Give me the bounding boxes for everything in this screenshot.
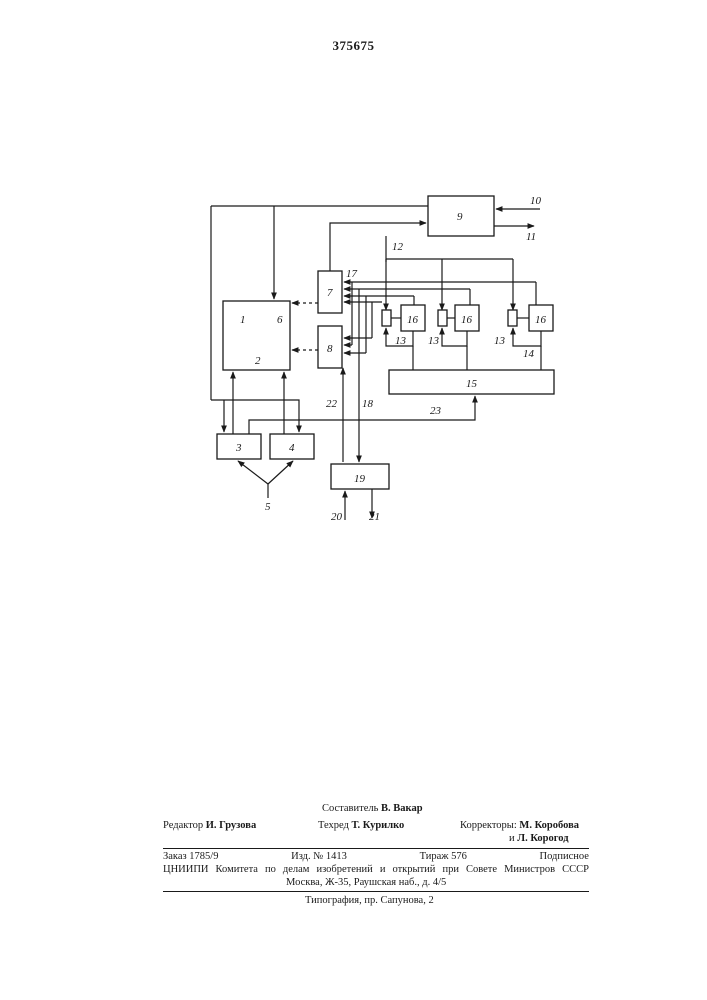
input-5-to-4 [268,461,293,484]
small-element-2 [438,310,447,326]
org-line: ЦНИИПИ Комитета по делам изобретений и о… [163,864,589,875]
label-13-a: 13 [395,335,407,347]
main-label-2: 2 [255,355,261,367]
editor-name: И. Грузова [206,820,256,831]
label-5: 5 [265,501,271,513]
label-13-b: 13 [428,335,440,347]
correctors-line: Корректоры: М. Коробова [460,820,579,831]
techred-line: Техред Т. Курилко [318,820,404,831]
block-16-c-label: 16 [535,314,547,326]
techred-label: Техред [318,820,349,831]
address-line: Москва, Ж-35, Раушская наб., д. 4/5 [286,877,446,888]
block-16-b-label: 16 [461,314,473,326]
techred-name: Т. Курилко [352,820,405,831]
block-15-label: 15 [466,378,478,390]
block-9-label: 9 [457,211,463,223]
corrector-1: М. Коробова [519,820,579,831]
small-element-3 [508,310,517,326]
main-label-6: 6 [277,314,283,326]
corrector-2-line: и Л. Корогод [509,833,569,844]
label-17: 17 [346,268,358,280]
circulation: Тираж 576 [420,851,467,862]
subscription: Подписное [540,851,589,862]
footer-divider-1 [163,848,589,849]
footer-divider-2 [163,891,589,892]
edition-number: Изд. № 1413 [291,851,347,862]
label-22: 22 [326,398,338,410]
main-label-1: 1 [240,314,246,326]
compiler-name: В. Вакар [381,803,423,814]
input-5-to-3 [238,461,268,484]
label-21: 21 [369,511,380,523]
compiler-line: Составитель В. Вакар [322,803,423,814]
label-18: 18 [362,398,374,410]
editor-label: Редактор [163,820,203,831]
block-3-label: 3 [235,442,242,454]
printing-line: Типография, пр. Сапунова, 2 [305,895,434,906]
block-19-label: 19 [354,473,366,485]
block-8-label: 8 [327,343,333,355]
link-7-to-9 [330,223,426,271]
order-number: Заказ 1785/9 [163,851,218,862]
block-4-label: 4 [289,442,295,454]
small-element-1 [382,310,391,326]
label-14: 14 [523,348,535,360]
label-13-c: 13 [494,335,506,347]
correctors-label: Корректоры: [460,820,517,831]
corrector-and: и [509,833,515,844]
label-23: 23 [430,405,442,417]
corrector-2: Л. Корогод [517,833,568,844]
label-11: 11 [526,231,536,243]
label-12: 12 [392,241,404,253]
label-20: 20 [331,511,343,523]
block-16-a-label: 16 [407,314,419,326]
compiler-label: Составитель [322,803,378,814]
block-7-label: 7 [327,287,333,299]
label-10: 10 [530,195,542,207]
editor-line: Редактор И. Грузова [163,820,256,831]
order-row: Заказ 1785/9 Изд. № 1413 Тираж 576 Подпи… [163,851,589,862]
